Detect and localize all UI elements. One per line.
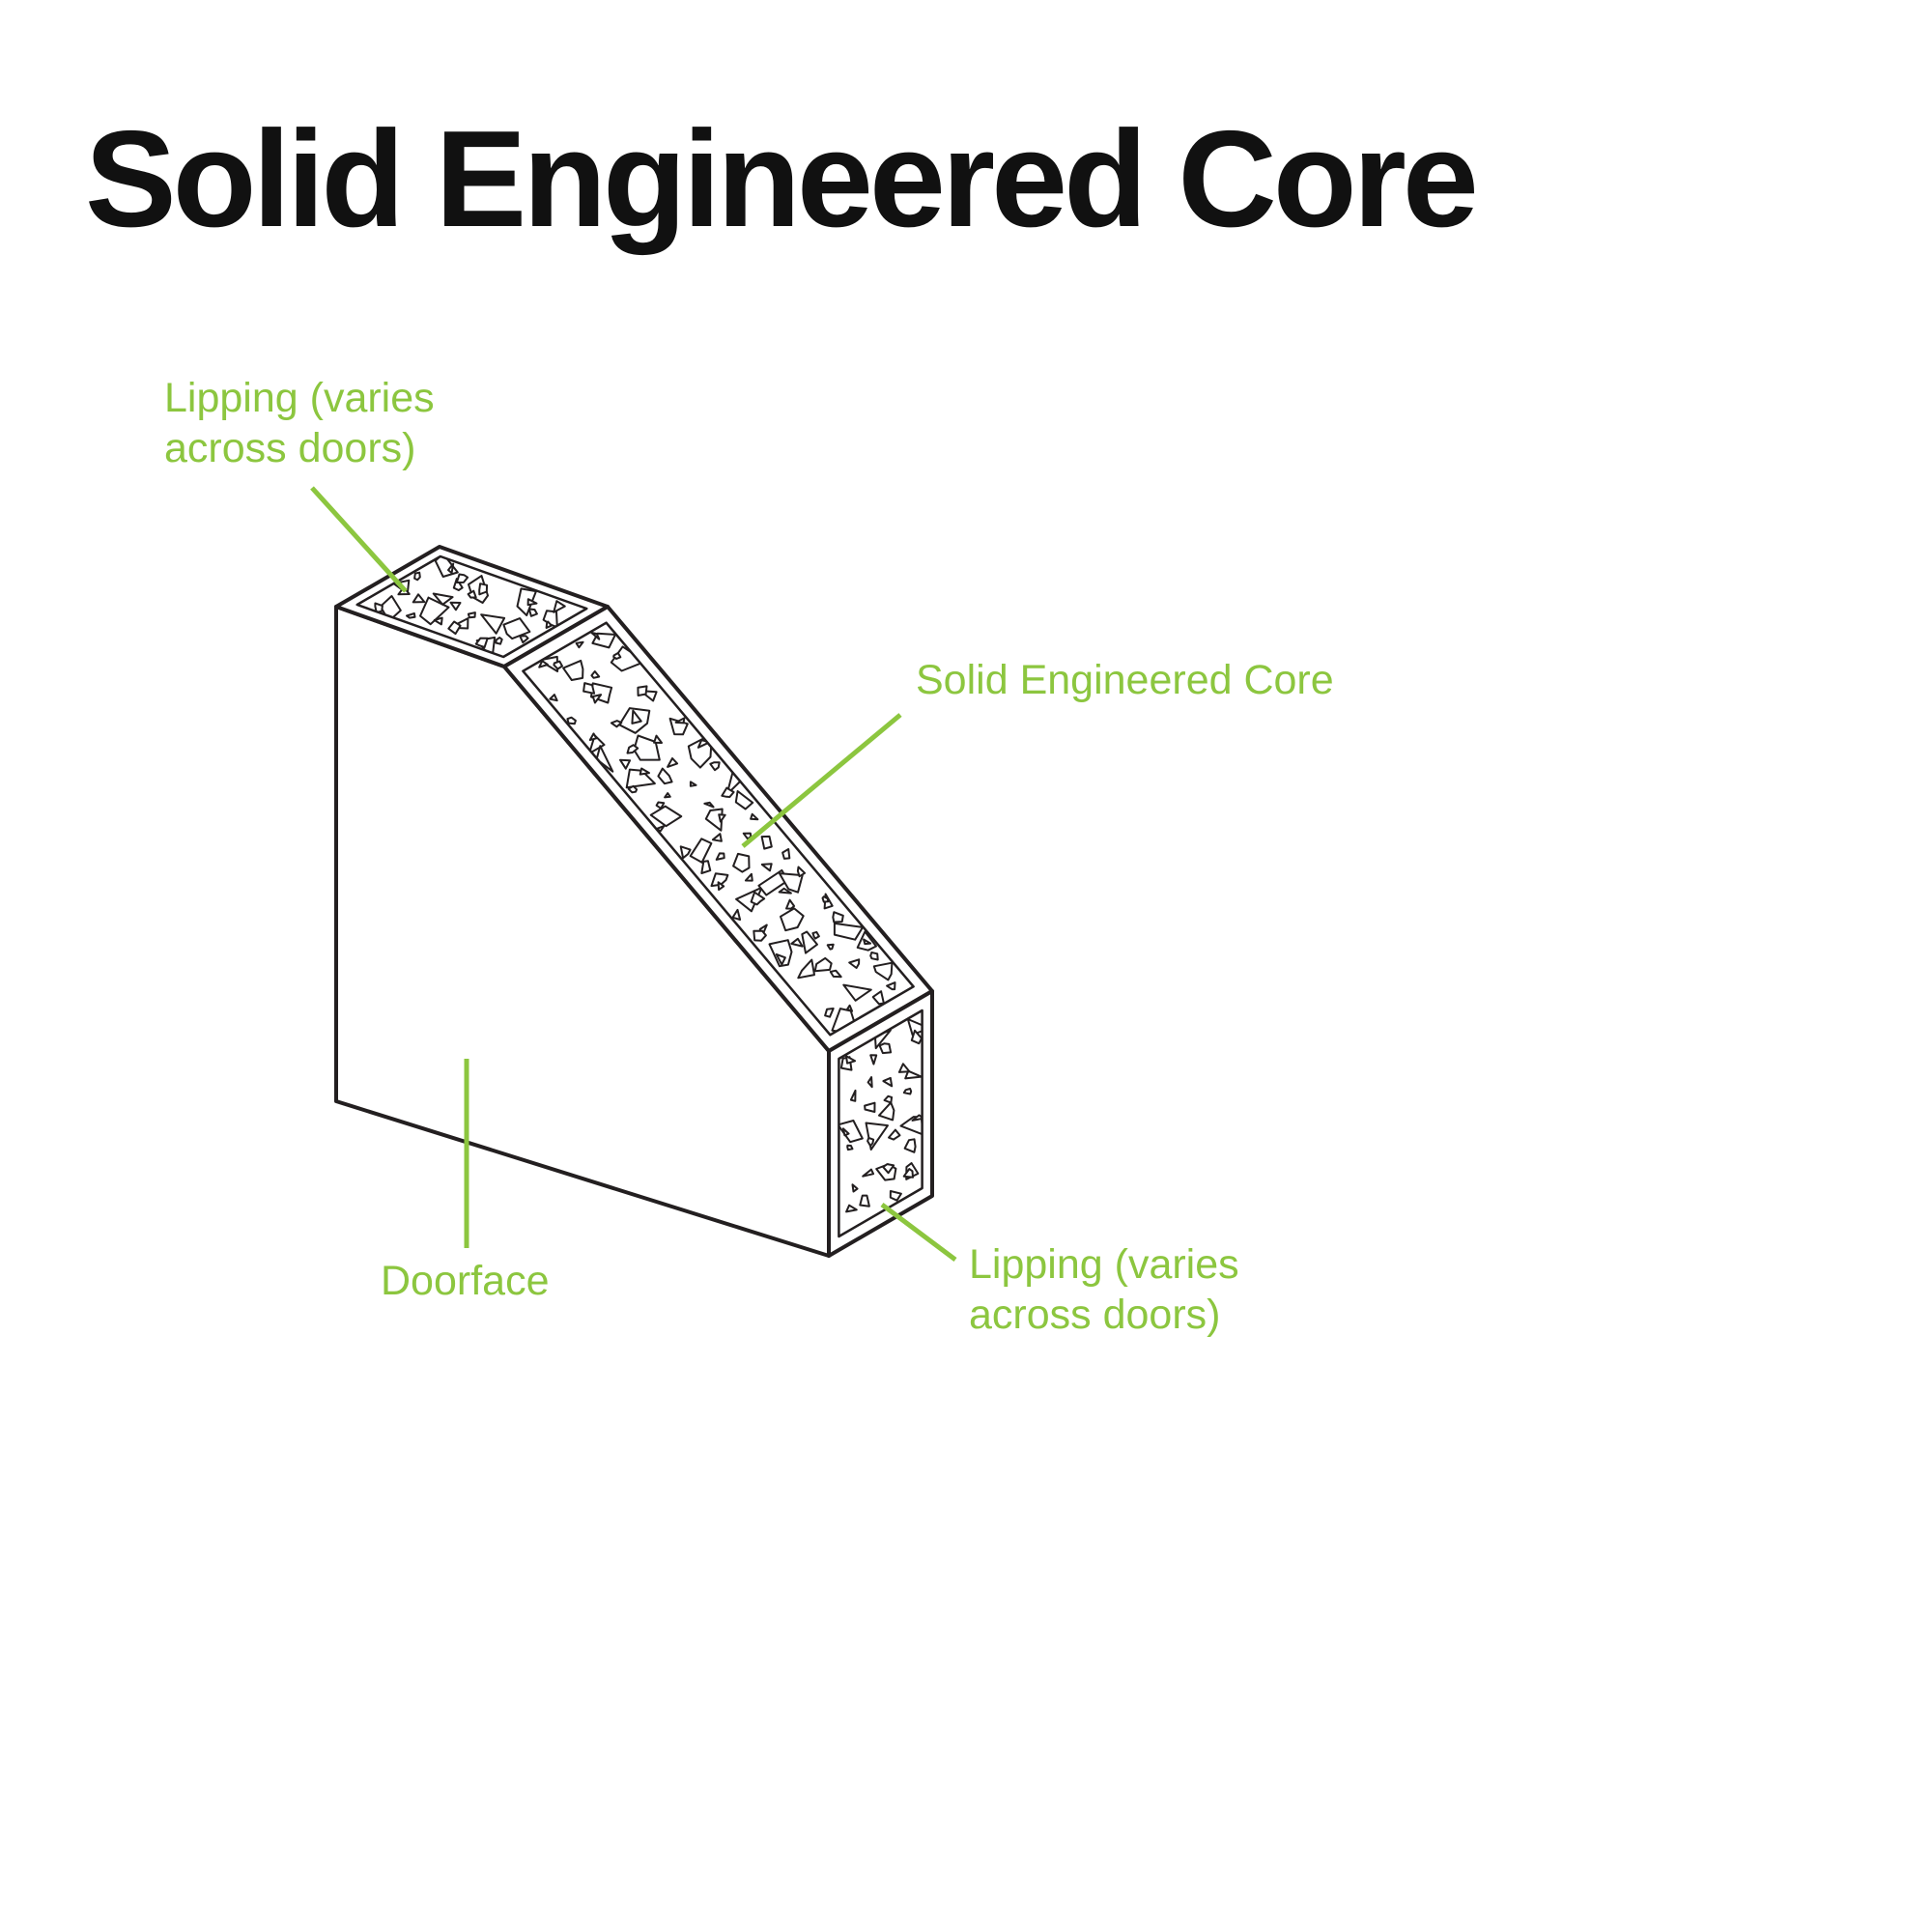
- label-solid-engineered-core: Solid Engineered Core: [916, 657, 1334, 703]
- end-lipping-chipcore-texture: [838, 1018, 923, 1213]
- label-lipping-bottom: Lipping (varies across doors): [969, 1241, 1239, 1339]
- end-lipping-chipcore-texture-frame: [838, 1009, 923, 1238]
- leader-lines: [310, 486, 957, 1262]
- top-lipping-chipcore-texture-frame: [355, 554, 588, 659]
- leader-line-lipping-top: [310, 486, 408, 593]
- label-lipping-top: Lipping (varies across doors): [164, 375, 435, 472]
- leader-line-lipping-bottom: [880, 1203, 957, 1262]
- page-title: Solid Engineered Core: [85, 102, 1479, 256]
- leader-line-core: [741, 713, 902, 848]
- door-faces: [334, 545, 934, 1258]
- solid-engineered-core-texture-frame: [522, 621, 915, 1037]
- label-doorface: Doorface: [381, 1258, 550, 1304]
